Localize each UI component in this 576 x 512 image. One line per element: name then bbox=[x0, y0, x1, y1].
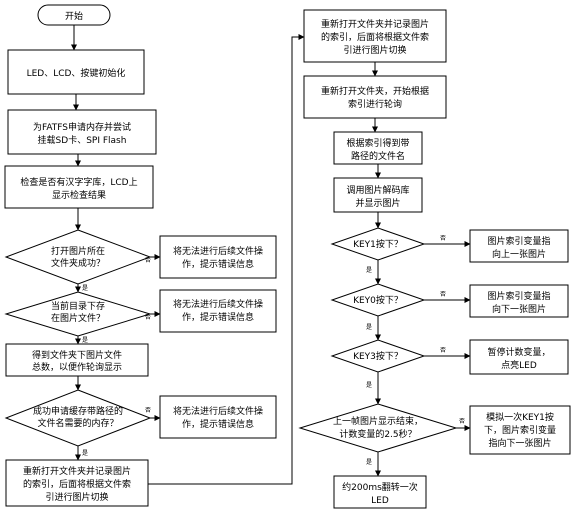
node-font-check: 检查是否有汉字字库，LCD上 显示检查结果 bbox=[4, 165, 154, 209]
node-decode-line-1: 调用图片解码库 bbox=[346, 184, 409, 196]
node-fatfs: 为FATFS申请内存并尝试 挂载SD卡、SPI Flash bbox=[7, 109, 157, 155]
edge-label-yes-4: 是 bbox=[366, 267, 372, 274]
node-reopen-poll-line-2: 索引进行轮询 bbox=[348, 98, 402, 110]
node-pause-line-1: 暂停计数变量， bbox=[487, 346, 550, 358]
node-error-3-line-1: 将无法进行后续文件操 bbox=[173, 405, 263, 417]
node-reopen-index-2: 重新打开文件夹并记录图片 的索引，后面将根据文件索 引进行图片切换 bbox=[303, 9, 447, 63]
node-init-label: LED、LCD、按键初始化 bbox=[27, 67, 126, 79]
node-start: 开始 bbox=[37, 4, 111, 26]
edge-label-yes-5: 是 bbox=[366, 324, 372, 331]
node-error-2-line-1: 将无法进行后续文件操 bbox=[173, 298, 263, 310]
node-reopen-index-2-line-3: 引进行图片切换 bbox=[343, 44, 406, 56]
node-toggle-led-line-2: LED bbox=[371, 496, 389, 506]
node-prev-image-line-2: 向上一张图片 bbox=[492, 248, 546, 260]
node-pause-line-2: 点亮LED bbox=[501, 359, 537, 371]
node-font-check-line-1: 检查是否有汉字字库，LCD上 bbox=[20, 176, 137, 188]
node-toggle-led: 约200ms翻转一次 LED bbox=[333, 475, 427, 509]
node-prev-image: 图片索引变量指 向上一张图片 bbox=[469, 229, 569, 263]
decision-key3-label: KEY3按下？ bbox=[353, 350, 403, 362]
node-count-files: 得到文件夹下图片文件 总数，以便作轮询显示 bbox=[5, 343, 149, 377]
node-next-image: 图片索引变量指 向下一张图片 bbox=[469, 284, 569, 318]
decision-timeout-line-1: 上一帧图片显示结束， bbox=[333, 415, 423, 427]
node-count-files-line-2: 总数，以便作轮询显示 bbox=[32, 361, 122, 373]
edge-label-no-4: 否 bbox=[440, 235, 446, 242]
edge-label-no-7: 否 bbox=[459, 418, 465, 425]
node-simulate-key1-line-1: 模拟一次KEY1按 bbox=[486, 411, 554, 423]
edge-label-yes-1: 是 bbox=[82, 285, 88, 292]
node-reopen-poll: 重新打开文件夹，开始根据 索引进行轮询 bbox=[303, 75, 447, 119]
node-start-label: 开始 bbox=[65, 10, 83, 22]
edge-label-no-3: 否 bbox=[145, 407, 151, 414]
node-error-1-line-1: 将无法进行后续文件操 bbox=[173, 245, 263, 257]
node-simulate-key1: 模拟一次KEY1按 下，图片索引变量 指向下一张图片 bbox=[469, 405, 571, 455]
decision-timeout: 上一帧图片显示结束， 计数变量的2.5秒？ bbox=[298, 403, 458, 453]
decision-open-folder-line-2: 文件夹成功？ bbox=[51, 257, 105, 269]
node-pause: 暂停计数变量， 点亮LED bbox=[469, 339, 569, 375]
edge-label-no-6: 否 bbox=[440, 347, 446, 354]
node-simulate-key1-line-3: 指向下一张图片 bbox=[488, 437, 551, 449]
node-error-1-line-2: 作，提示错误信息 bbox=[182, 258, 254, 270]
node-error-1: 将无法进行后续文件操 作，提示错误信息 bbox=[159, 235, 277, 279]
decision-key0: KEY0按下？ bbox=[330, 283, 426, 317]
node-simulate-key1-line-2: 下，图片索引变量 bbox=[484, 424, 556, 436]
node-reopen-index-2-line-1: 重新打开文件夹并记录图片 bbox=[321, 18, 429, 30]
node-decode-line-2: 并显示图片 bbox=[355, 197, 400, 209]
decision-has-images: 当前目录下存 在图片文件？ bbox=[4, 291, 152, 337]
edge-label-yes-3: 是 bbox=[82, 450, 88, 457]
node-count-files-line-1: 得到文件夹下图片文件 bbox=[32, 349, 122, 361]
node-error-2: 将无法进行后续文件操 作，提示错误信息 bbox=[159, 289, 277, 333]
node-get-filename-line-1: 根据索引得到带 bbox=[346, 137, 409, 149]
edge-label-yes-6: 是 bbox=[366, 382, 372, 389]
edge-reopen1-reopen2 bbox=[148, 34, 305, 485]
decision-key1-label: KEY1按下？ bbox=[353, 238, 403, 250]
node-error-3: 将无法进行后续文件操 作，提示错误信息 bbox=[159, 395, 277, 439]
node-fatfs-line-1: 为FATFS申请内存并尝试 bbox=[33, 121, 131, 133]
node-reopen-index-1-line-3: 引进行图片切换 bbox=[45, 491, 108, 503]
decision-timeout-line-2: 计数变量的2.5秒？ bbox=[339, 428, 416, 440]
decision-open-folder: 打开图片所在 文件夹成功？ bbox=[4, 229, 152, 285]
node-fatfs-line-2: 挂载SD卡、SPI Flash bbox=[38, 134, 127, 146]
decision-alloc-memory: 成功申请缓存带路径的 文件名需要的内存？ bbox=[4, 389, 152, 447]
node-toggle-led-line-1: 约200ms翻转一次 bbox=[342, 481, 418, 493]
node-prev-image-line-1: 图片索引变量指 bbox=[487, 235, 550, 247]
node-get-filename-line-2: 路径的文件名 bbox=[351, 150, 405, 162]
decision-key1: KEY1按下？ bbox=[330, 227, 426, 261]
decision-key3: KEY3按下？ bbox=[330, 339, 426, 373]
node-error-2-line-2: 作，提示错误信息 bbox=[182, 311, 254, 323]
node-decode: 调用图片解码库 并显示图片 bbox=[333, 177, 423, 213]
edge-label-no-1: 否 bbox=[145, 257, 151, 264]
decision-has-images-line-2: 在图片文件？ bbox=[51, 312, 105, 324]
node-reopen-poll-line-1: 重新打开文件夹，开始根据 bbox=[321, 85, 429, 97]
decision-has-images-line-1: 当前目录下存 bbox=[51, 300, 105, 312]
node-reopen-index-2-line-2: 的索引，后面将根据文件索 bbox=[321, 31, 429, 43]
node-reopen-index-1: 重新打开文件夹并记录图片 的索引，后面将根据文件索 引进行图片切换 bbox=[5, 459, 149, 507]
node-reopen-index-1-line-1: 重新打开文件夹并记录图片 bbox=[23, 465, 131, 477]
decision-open-folder-line-1: 打开图片所在 bbox=[51, 245, 105, 257]
node-next-image-line-1: 图片索引变量指 bbox=[487, 290, 550, 302]
decision-alloc-memory-line-2: 文件名需要的内存？ bbox=[37, 417, 118, 429]
node-next-image-line-2: 向下一张图片 bbox=[492, 303, 546, 315]
edge-label-yes-2: 是 bbox=[82, 337, 88, 344]
node-error-3-line-2: 作，提示错误信息 bbox=[182, 418, 254, 430]
decision-key0-label: KEY0按下？ bbox=[353, 294, 403, 306]
decision-alloc-memory-line-1: 成功申请缓存带路径的 bbox=[33, 405, 123, 417]
node-reopen-index-1-line-2: 的索引，后面将根据文件索 bbox=[23, 478, 131, 490]
edge-label-no-5: 否 bbox=[440, 291, 446, 298]
node-get-filename: 根据索引得到带 路径的文件名 bbox=[333, 131, 423, 165]
edge-label-yes-7: 是 bbox=[366, 459, 372, 466]
edge-label-no-2: 否 bbox=[145, 314, 151, 321]
node-font-check-line-2: 显示检查结果 bbox=[52, 189, 106, 201]
node-init: LED、LCD、按键初始化 bbox=[7, 49, 145, 95]
